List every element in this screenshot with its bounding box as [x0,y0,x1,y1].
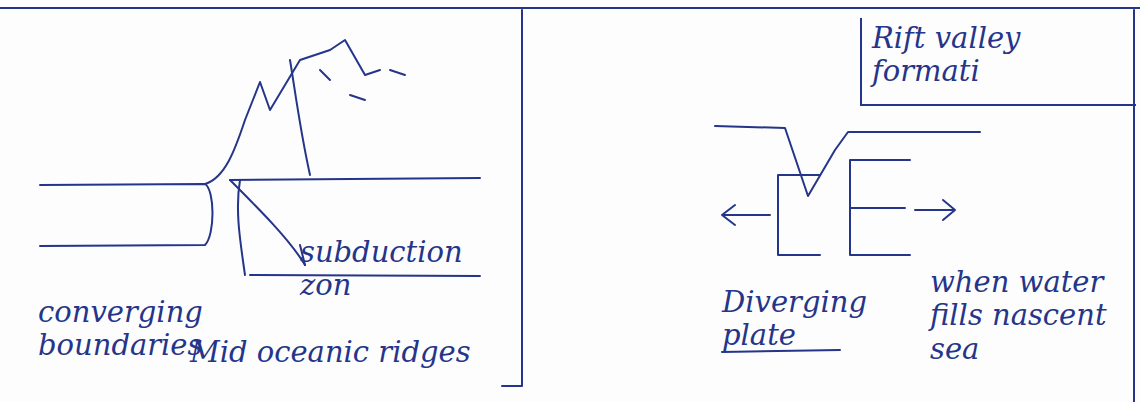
handwritten-label: Diverging plate [722,286,862,353]
handwritten-label: Mid oceanic ridges [190,336,520,369]
mountain-strokes [290,60,405,175]
left-arrow [722,205,770,225]
top-rule [0,7,1140,9]
right-arrow [915,200,955,220]
right-diverging-plate [850,160,910,255]
handwritten-label: subduction zon [300,236,490,303]
heading-text: Rift valley formati [872,22,1122,89]
left-diverging-plate [778,175,820,255]
rift-valley [715,126,980,196]
left-plate [40,184,213,246]
subduction-line [230,180,305,265]
mountain-outline [205,40,380,184]
heading-box: Rift valley formati [860,18,1136,106]
handwritten-label: when water fills nascent sea [930,266,1130,366]
panel-divider [502,10,522,386]
right-border [1133,10,1135,402]
